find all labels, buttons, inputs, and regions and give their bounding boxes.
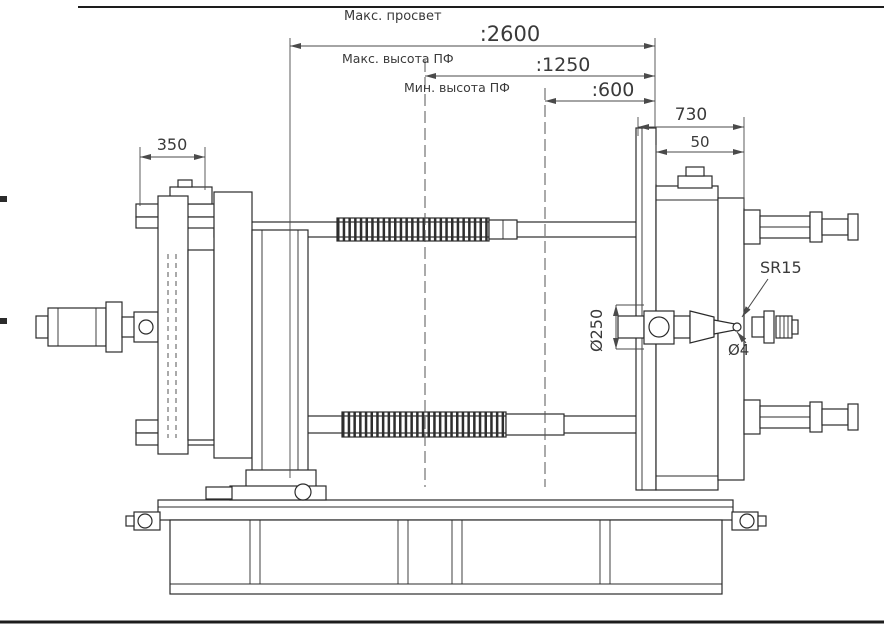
- plunger-diameter-value: Ø250: [587, 309, 606, 352]
- platen-offset-value: 50: [690, 133, 709, 151]
- centerlines: [424, 60, 546, 487]
- nozzle-sphere-radius-value: SR15: [760, 258, 802, 277]
- right-foot: [731, 511, 767, 531]
- dimension-texts: Макс. просвет :2600 Макс. высота ПФ :125…: [157, 9, 802, 359]
- orifice-leader: [736, 331, 747, 344]
- nozzle-body: [689, 310, 715, 344]
- left-foot: [125, 511, 161, 531]
- lower-tie-bar-sleeve: [505, 413, 565, 436]
- nozzle-orifice-value: Ø4: [728, 341, 749, 359]
- left-stroke-value: 350: [157, 135, 188, 154]
- min-mold-height-value: :600: [592, 79, 635, 101]
- injection-unit: [617, 127, 859, 491]
- frame-tick-upper: [0, 196, 7, 202]
- dimension-lines: [139, 38, 769, 478]
- sr15-leader: [741, 278, 769, 318]
- ejector-cylinder: [35, 301, 159, 353]
- max-clearance-value: :2600: [480, 22, 541, 46]
- nozzle-sphere: [732, 322, 742, 332]
- sheet-frame: [0, 6, 884, 624]
- max-clearance-label: Макс. просвет: [344, 9, 442, 24]
- base-frame: [125, 499, 767, 595]
- max-mold-height-label: Макс. высота ПФ: [342, 51, 454, 66]
- lower-cylinder-rod: [743, 399, 859, 435]
- min-mold-height-label: Мин. высота ПФ: [404, 80, 510, 95]
- platen-span-value: 730: [675, 105, 707, 125]
- clamp-unit: [35, 179, 327, 501]
- plunger-nozzle: [617, 310, 799, 345]
- max-mold-height-value: :1250: [536, 54, 591, 76]
- column-slide: [205, 469, 327, 501]
- fixed-platen: [635, 127, 657, 491]
- moving-platen-stack: [157, 191, 309, 489]
- moving-platen-column: [251, 229, 309, 489]
- frame-tick-lower: [0, 318, 7, 324]
- upper-cylinder-rod: [743, 209, 859, 245]
